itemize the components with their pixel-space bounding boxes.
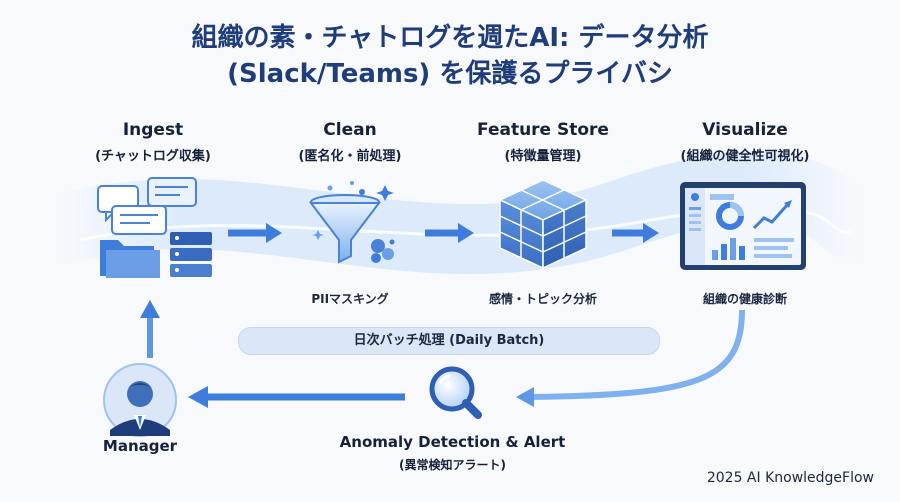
dashboard-icon xyxy=(680,182,806,270)
manager-label: Manager xyxy=(102,437,178,455)
stage-title-ingest: Ingest xyxy=(122,120,184,140)
alert-subtitle: (異常検知アラート) xyxy=(399,458,506,472)
title-line-2: (Slack/Teams) を保護るプライバシ xyxy=(227,59,673,89)
stage-title-feature-store: Feature Store xyxy=(477,120,609,140)
diagram-title: 組織の素・チャトログを週たAI: データ分析 (Slack/Teams) を保護… xyxy=(0,20,900,92)
title-line-1: 組織の素・チャトログを週たAI: データ分析 xyxy=(191,23,709,53)
manager-avatar-icon xyxy=(103,363,177,437)
cube-grid-icon xyxy=(498,179,588,270)
caption-visualize: 組織の健康診断 xyxy=(702,292,787,306)
caption-clean: PIIマスキング xyxy=(311,292,389,306)
stage-subtitle-visualize: (組織の健全性可視化) xyxy=(680,149,810,164)
arrow-alert-to-manager xyxy=(188,386,405,408)
folder-icon xyxy=(100,240,160,278)
server-icon xyxy=(170,232,212,277)
arrow-clean-to-feature xyxy=(425,223,474,243)
daily-batch-bar: 日次バッチ処理 (Daily Batch) xyxy=(238,327,660,355)
arrow-visualize-to-alert xyxy=(529,309,745,400)
stage-subtitle-clean: (匿名化・前処理) xyxy=(298,149,402,164)
stage-title-clean: Clean xyxy=(323,120,377,140)
arrow-feature-to-visualize xyxy=(612,223,659,243)
stage-subtitle-feature-store: (特徴量管理) xyxy=(504,149,582,164)
magnifier-icon xyxy=(429,366,482,419)
footer-credit: 2025 AI KnowledgeFlow xyxy=(706,470,874,486)
arrow-head-alert xyxy=(516,387,534,407)
alert-title: Anomaly Detection & Alert xyxy=(339,433,566,451)
arrow-ingest-to-clean xyxy=(228,223,282,243)
stage-title-visualize: Visualize xyxy=(702,120,788,140)
funnel-icon xyxy=(308,181,395,264)
caption-feature-store: 感情・トピック分析 xyxy=(488,292,597,306)
chat-bubbles-icon xyxy=(97,177,197,235)
stage-subtitle-ingest: (チャットログ収集) xyxy=(95,149,211,164)
arrow-manager-to-ingest xyxy=(140,300,160,358)
